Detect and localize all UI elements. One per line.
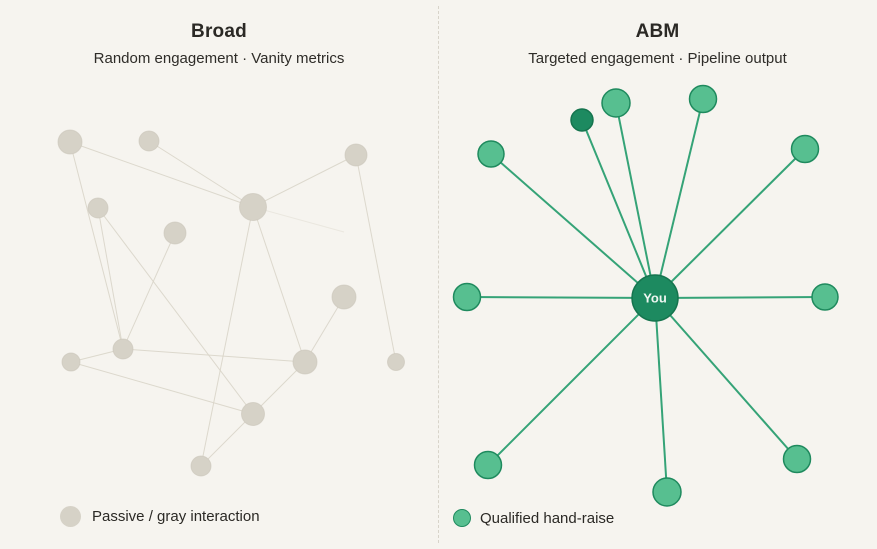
panel-divider xyxy=(438,6,439,543)
network-edge xyxy=(252,154,357,208)
gray-node xyxy=(344,143,368,167)
network-edge xyxy=(122,348,306,363)
spoke-line xyxy=(654,297,798,460)
network-edge xyxy=(355,154,397,363)
satellite-node xyxy=(790,134,820,164)
satellite-node xyxy=(652,477,682,507)
network-edge xyxy=(122,232,176,350)
spoke-line xyxy=(654,148,806,299)
broad-panel: Broad Random engagement · Vanity metrics… xyxy=(0,0,438,549)
gray-node xyxy=(87,197,109,219)
network-edge xyxy=(97,207,254,415)
broad-legend: Passive / gray interaction xyxy=(60,506,260,527)
gray-node xyxy=(163,221,187,245)
spoke-line xyxy=(654,297,668,493)
hub-node xyxy=(631,274,679,322)
satellite-node xyxy=(601,88,631,118)
gray-node xyxy=(61,352,81,372)
satellite-node xyxy=(811,283,839,311)
abm-legend-label: Qualified hand-raise xyxy=(480,509,615,527)
abm-panel-subtitle: Targeted engagement · Pipeline output xyxy=(528,50,787,67)
hub-label: You xyxy=(643,291,667,306)
spoke-line xyxy=(487,297,656,466)
satellite-node xyxy=(477,140,505,168)
satellite-node xyxy=(782,444,812,474)
network-edge xyxy=(304,296,345,363)
network-edge xyxy=(70,361,254,415)
network-edge xyxy=(69,141,124,350)
gray-node xyxy=(387,353,405,371)
green-node-swatch-icon xyxy=(453,509,471,527)
gray-node xyxy=(239,193,267,221)
spoke-line xyxy=(581,119,656,299)
spoke-line xyxy=(466,296,656,299)
gray-node xyxy=(292,349,318,375)
gray-node xyxy=(190,455,212,477)
network-stub-edge xyxy=(252,206,345,233)
spoke-line xyxy=(654,98,704,299)
satellite-node xyxy=(473,450,503,480)
abm-panel: ABM Targeted engagement · Pipeline outpu… xyxy=(438,0,877,549)
network-edge xyxy=(252,206,306,363)
spoke-line xyxy=(615,102,656,299)
gray-node xyxy=(138,130,160,152)
broad-panel-header: Broad Random engagement · Vanity metrics xyxy=(0,21,438,67)
broad-panel-title: Broad xyxy=(191,21,247,42)
broad-panel-subtitle: Random engagement · Vanity metrics xyxy=(93,50,345,67)
network-edge xyxy=(200,206,254,467)
spoke-line xyxy=(654,296,826,299)
satellite-node xyxy=(452,282,482,312)
abm-legend: Qualified hand-raise xyxy=(453,509,614,527)
abm-panel-title: ABM xyxy=(635,21,680,42)
broad-network-graphic xyxy=(57,129,405,477)
satellite-node xyxy=(688,84,718,114)
network-edge xyxy=(200,413,254,467)
network-edge xyxy=(69,141,254,208)
gray-node xyxy=(241,402,265,426)
abm-panel-header: ABM Targeted engagement · Pipeline outpu… xyxy=(438,21,877,67)
network-edge xyxy=(97,207,124,350)
spoke-line xyxy=(490,153,656,299)
gray-node-swatch-icon xyxy=(60,506,81,527)
gray-node xyxy=(112,338,134,360)
network-edge xyxy=(148,140,254,208)
broad-legend-label: Passive / gray interaction xyxy=(92,508,260,525)
abm-network-graphic: You xyxy=(452,84,839,507)
satellite-node-dark xyxy=(570,108,594,132)
gray-node xyxy=(331,284,357,310)
gray-node xyxy=(57,129,83,155)
